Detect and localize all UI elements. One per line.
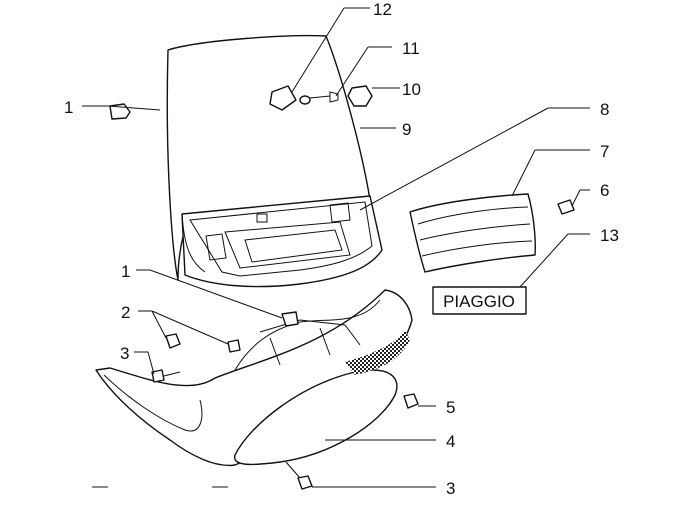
lower-shield: [95, 289, 413, 467]
leader-3-left: [134, 351, 155, 375]
callout-13: 13: [600, 226, 619, 245]
grille-panel: [409, 193, 536, 273]
callout-3-left: 3: [120, 344, 129, 363]
nut-2-left: [165, 333, 181, 349]
callout-6: 6: [600, 181, 609, 200]
callout-1-lower: 1: [121, 262, 130, 281]
screw-6: [557, 199, 575, 215]
windshield-panel: [166, 34, 383, 288]
leader-13: [519, 233, 590, 288]
leader-6: [571, 189, 590, 207]
callout-9: 9: [402, 120, 411, 139]
callout-4: 4: [446, 432, 455, 451]
callout-7: 7: [600, 142, 609, 161]
leader-8: [359, 107, 590, 211]
brand-label: PIAGGIO: [443, 292, 515, 311]
leader-1-lower: [136, 269, 283, 319]
leader-1-upper: [82, 105, 161, 111]
leader-11: [335, 46, 392, 97]
grommet-12: [269, 85, 297, 111]
screw-3-left: [151, 369, 165, 383]
callout-5: 5: [446, 398, 455, 417]
clip-1-lower: [281, 311, 299, 327]
callout-10: 10: [402, 80, 421, 99]
screw-5: [403, 393, 419, 409]
leader-12: [291, 7, 370, 93]
callout-11: 11: [402, 39, 420, 58]
callout-2: 2: [121, 303, 130, 322]
nut-2-right: [227, 339, 241, 353]
nut-10: [347, 85, 373, 107]
hardware: [92, 85, 575, 490]
callout-12: 12: [373, 0, 392, 19]
brand-badge: PIAGGIO: [432, 286, 527, 315]
washer-11: [299, 95, 311, 105]
callout-3-bottom: 3: [446, 479, 455, 498]
leader-7: [511, 149, 590, 197]
leader-lines: [82, 7, 590, 488]
callout-1-upper: 1: [64, 98, 73, 117]
leader-2: [138, 310, 229, 345]
screw-11: [309, 91, 339, 103]
callout-8: 8: [600, 100, 609, 119]
screw-3-bottom: [297, 475, 313, 490]
callout-numbers: 12 11 10 9 8 7 6 13 1 1 2 3 5 4 3: [64, 0, 619, 498]
